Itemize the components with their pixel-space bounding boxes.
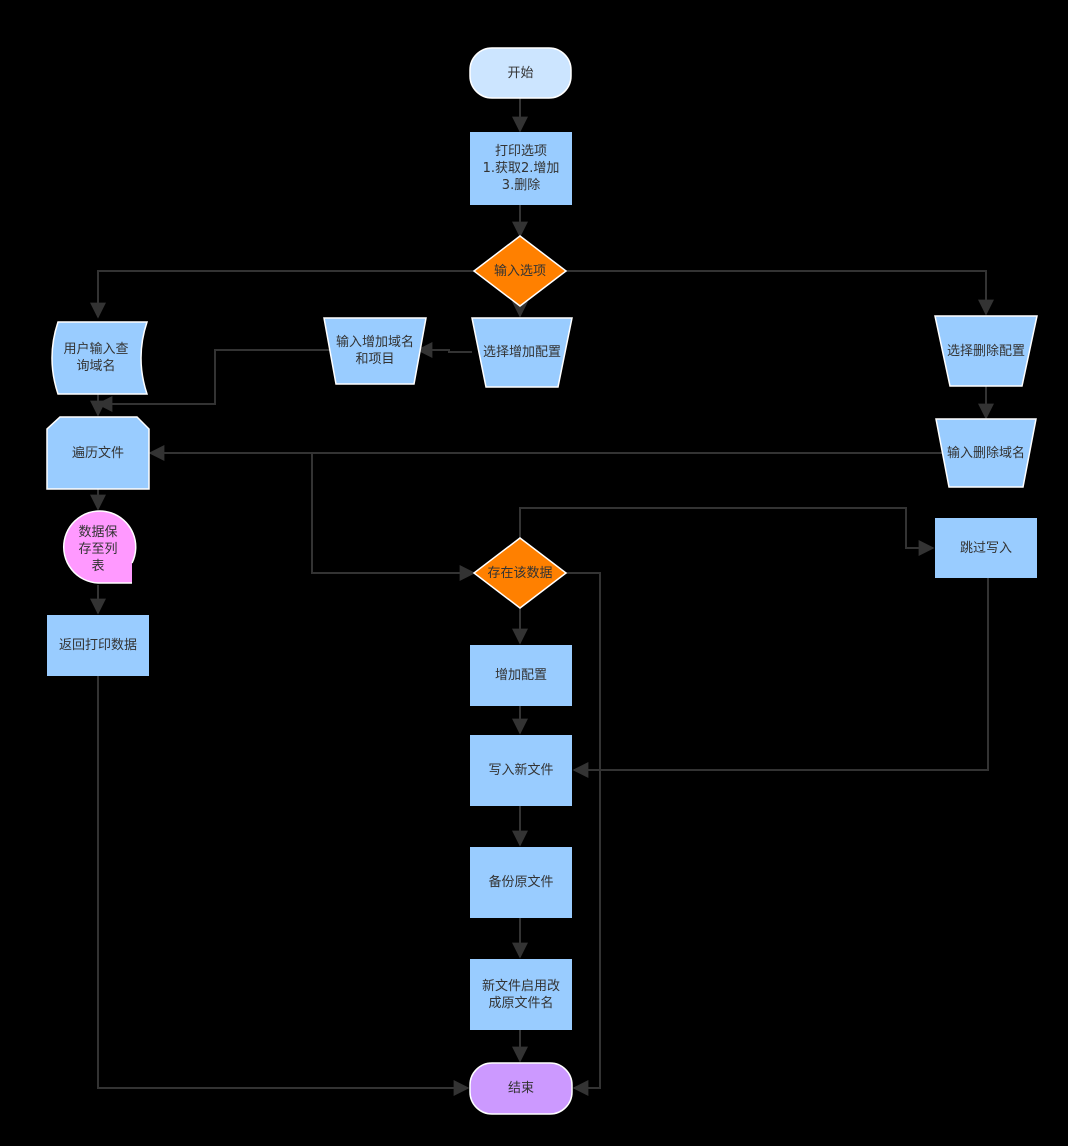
select-delete-node [934,315,1038,387]
edge-exists-to-skip [519,507,935,556]
write-new-file-node [470,735,572,806]
edge-input-add-to-traverse [96,349,334,412]
traverse-file-node [46,416,150,490]
backup-original-node [470,847,572,918]
exists-check-decision [472,537,568,609]
print-options-node [470,132,572,205]
return-print-node [47,615,149,676]
edge-return-to-end [97,676,470,1096]
input-add-domain-node [323,317,427,385]
end-node [469,1062,573,1115]
select-add-node [471,317,573,388]
rename-new-file-node [470,959,572,1030]
skip-write-node [935,518,1037,578]
edge-skip-to-write [572,578,989,778]
start-node [469,47,572,99]
input-option-decision [472,235,568,307]
user-input-query-node [51,321,149,395]
edge-select-add-to-input-add [416,342,472,358]
input-delete-domain-node [935,418,1037,488]
edge-exists-to-end [566,572,601,1096]
edge-input-to-select-delete [566,270,994,316]
add-config-node [470,645,572,706]
edge-traverse-to-exists [311,453,476,581]
edge-input-to-query [90,270,474,319]
save-to-list-node [62,510,137,584]
